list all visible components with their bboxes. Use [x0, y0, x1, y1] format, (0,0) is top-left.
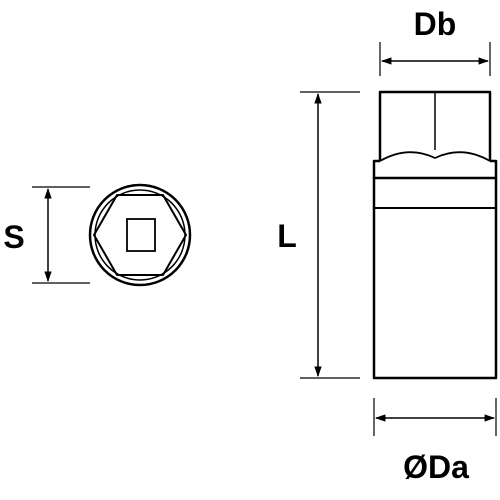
- socket-end-view: [88, 183, 192, 287]
- l-label: L: [277, 218, 297, 254]
- s-label: S: [3, 219, 24, 255]
- end-view-square-drive: [126, 218, 156, 252]
- side-view-main-body: [372, 178, 498, 380]
- side-view-top-curves: [379, 151, 491, 162]
- end-view-inner-circle: [94, 189, 186, 281]
- db-label: Db: [414, 6, 457, 42]
- socket-side-view: [372, 90, 498, 380]
- dimension-s: S: [3, 186, 90, 284]
- side-view-collar: [372, 159, 498, 180]
- end-view-hexagon: [93, 194, 187, 276]
- dimension-l: L: [277, 91, 360, 379]
- dimension-db: Db: [379, 6, 491, 76]
- dimension-da: ØDa: [373, 398, 497, 485]
- end-view-outer-circle: [88, 183, 192, 287]
- da-label: ØDa: [403, 449, 469, 485]
